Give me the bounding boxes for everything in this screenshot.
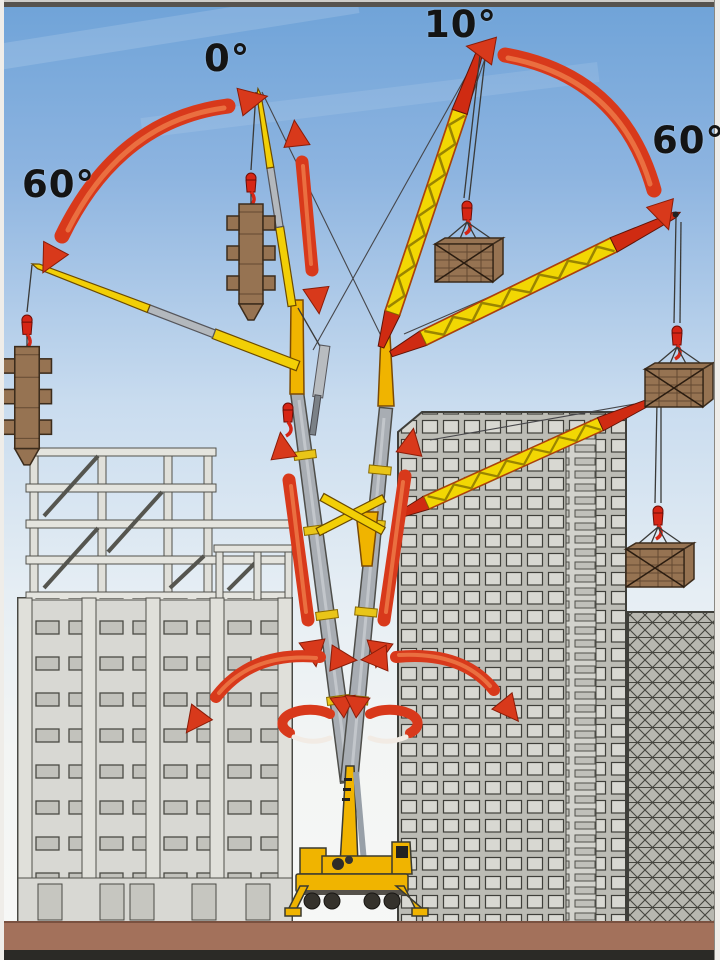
sky	[0, 0, 600, 138]
luffing-arc-arrow-right	[465, 36, 674, 231]
angle-label-right-min: 10°	[424, 3, 497, 46]
load-auger-left	[3, 315, 52, 465]
swing-arrow-left	[185, 644, 359, 734]
hanging-cylinder	[297, 307, 331, 436]
left-building-construction	[17, 447, 293, 923]
wheel	[363, 892, 381, 910]
outrigger-pad-right	[411, 907, 429, 917]
load-crate-right-upper	[645, 326, 713, 407]
hoist-ropes	[26, 45, 682, 504]
load-crate-top	[435, 201, 503, 282]
grid-building-core-strip	[565, 429, 597, 923]
angle-label-right-max: 60°	[652, 119, 720, 162]
mobile-crane	[3, 37, 713, 917]
grid-highrise-building	[397, 411, 627, 923]
carrier-frame	[295, 873, 409, 893]
swing-arrow-right	[359, 644, 520, 723]
left-building-columns	[17, 597, 293, 923]
left-building-ground-floor	[17, 877, 293, 923]
crosshatch-building	[627, 611, 717, 923]
angle-label-left-max: 60°	[22, 163, 95, 206]
telescope-arrow-right-boom	[366, 427, 423, 669]
slewing-arrow-right	[344, 694, 423, 744]
ground	[0, 921, 720, 960]
angle-label-left-min: 0°	[204, 37, 251, 80]
telescope-arrow-upper	[283, 119, 330, 315]
load-crate-right-lower	[626, 506, 694, 587]
wheel	[323, 892, 341, 910]
load-auger-center	[227, 173, 275, 320]
stowed-jib-struts	[315, 492, 387, 537]
luffing-arc-arrow-left	[42, 87, 269, 274]
jib-0-degrees	[256, 86, 297, 308]
wheel	[303, 892, 321, 910]
jib-60-degrees-left	[30, 263, 301, 372]
hoist-winch	[332, 858, 344, 870]
left-building-skeleton	[25, 447, 293, 601]
wheel	[383, 892, 401, 910]
hook-block-left-head	[281, 401, 295, 438]
outrigger-pad-left	[284, 907, 302, 917]
motion-arrows	[42, 36, 674, 744]
lattice-jib-60-degrees-right	[386, 203, 685, 363]
crane-carrier	[284, 765, 429, 917]
